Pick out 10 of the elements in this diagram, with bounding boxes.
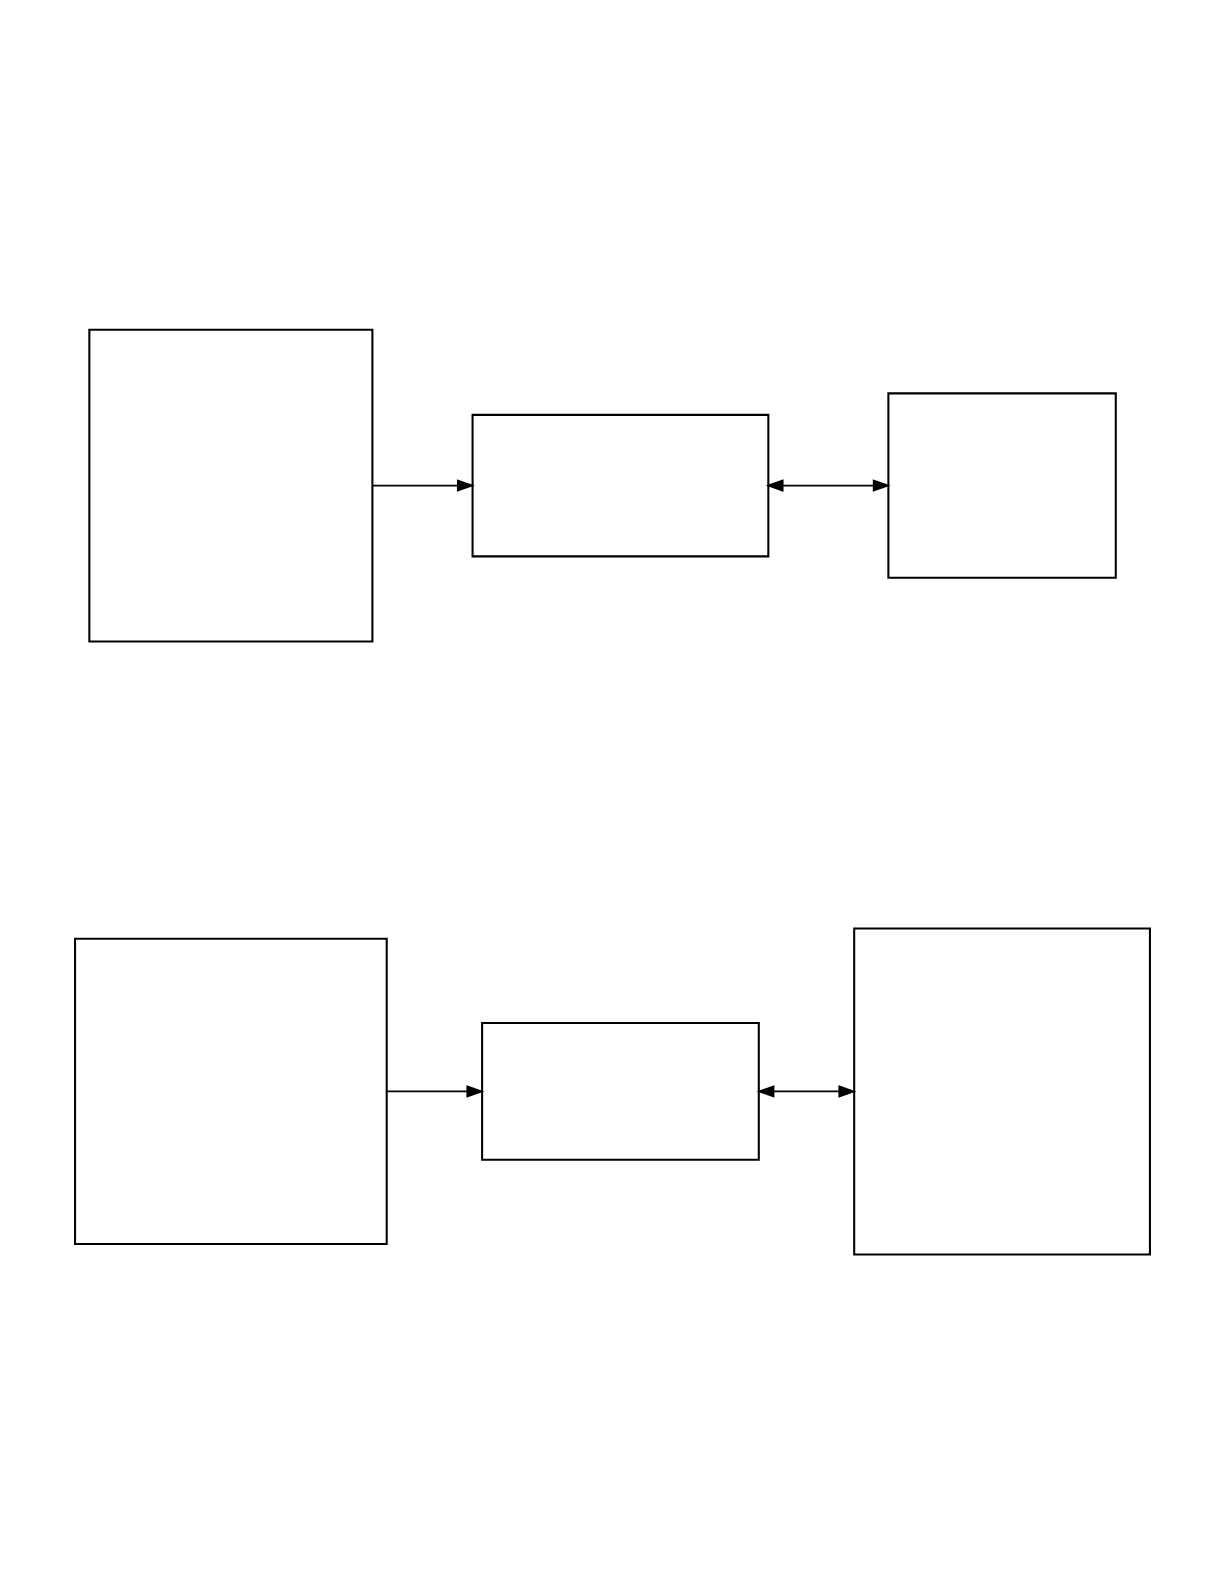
arrow xyxy=(756,1085,857,1098)
node-box xyxy=(887,392,1117,579)
node-box xyxy=(853,927,1151,1256)
arrow xyxy=(385,1085,485,1098)
arrow xyxy=(371,479,475,492)
node-box xyxy=(74,937,388,1246)
arrow xyxy=(765,479,891,492)
node-box xyxy=(471,413,770,558)
node-box xyxy=(481,1022,760,1161)
node-box xyxy=(88,328,374,643)
